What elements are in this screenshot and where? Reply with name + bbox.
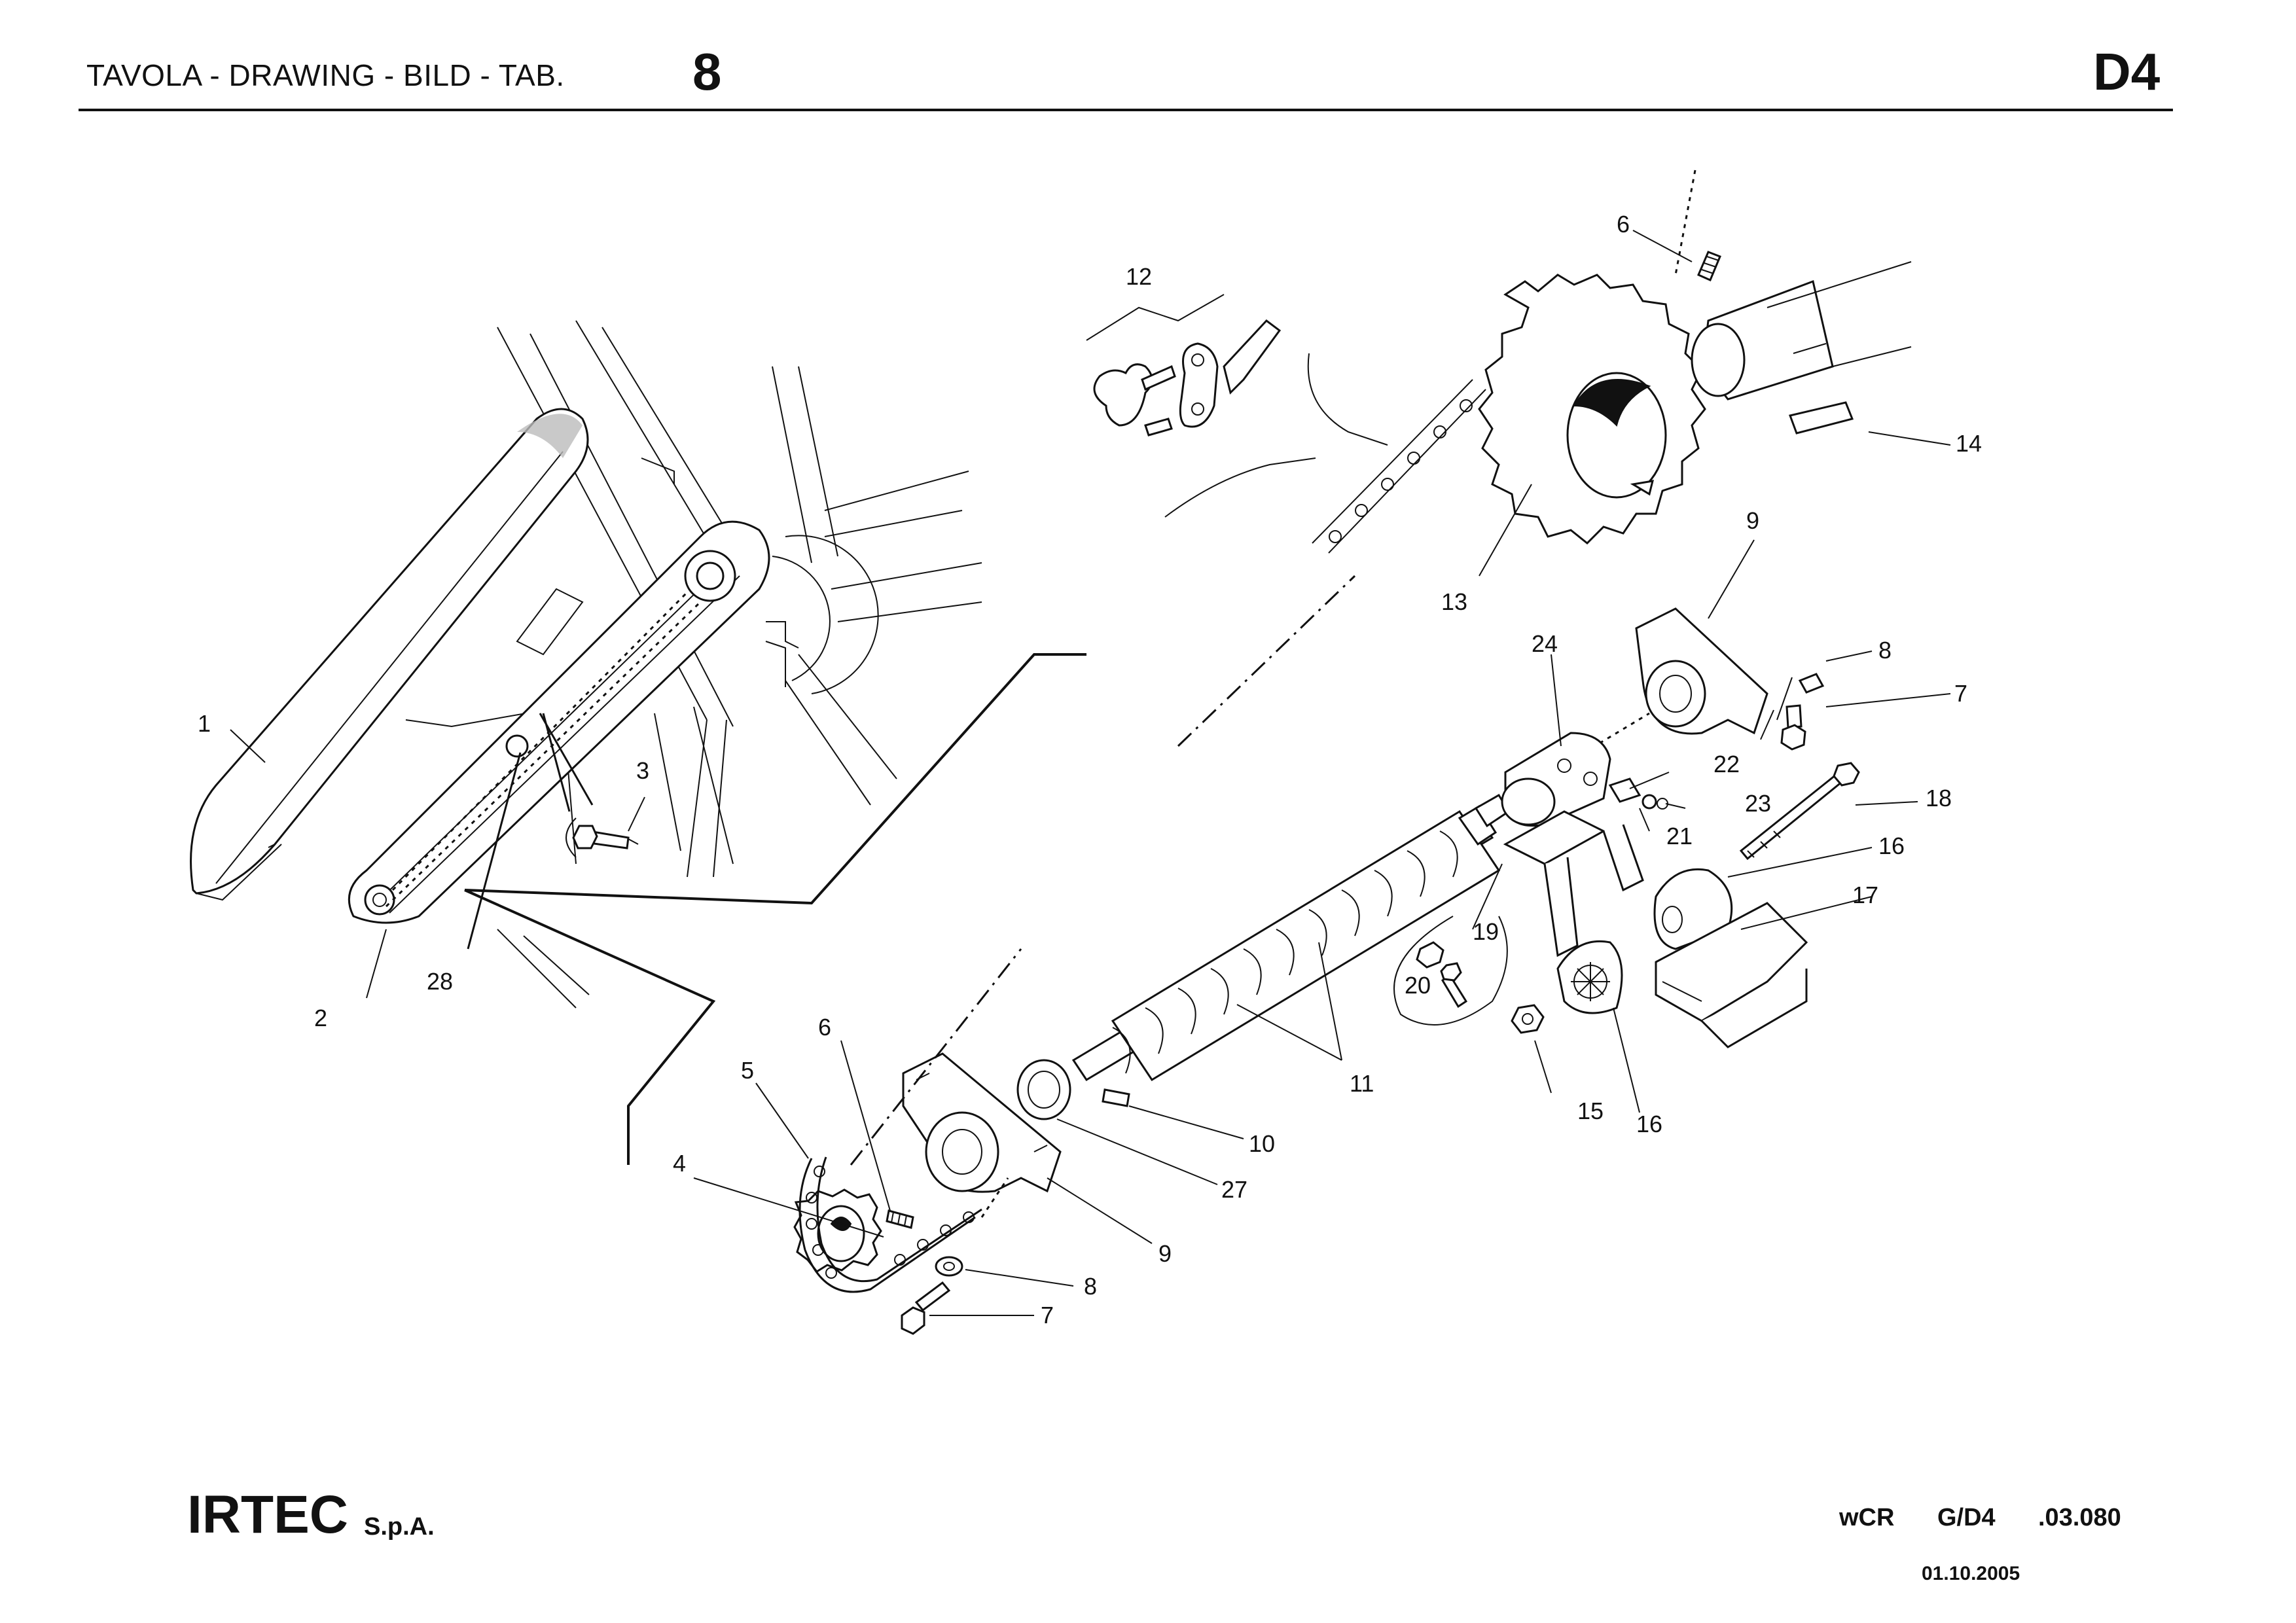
screw-part-3: [565, 817, 639, 858]
callout-8-bottom: 8: [1084, 1273, 1097, 1300]
callout-9-bottom: 9: [1158, 1240, 1172, 1267]
header-title: TAVOLA - DRAWING - BILD - TAB.: [86, 58, 565, 92]
callout-7-bottom: 7: [1041, 1302, 1054, 1329]
right-leader-lines: [693, 230, 1951, 1316]
roller-part-16-bottom: [1556, 940, 1623, 1014]
set-screw-part-6-top: [1697, 251, 1721, 281]
ref-code-2: G/D4: [1937, 1504, 1996, 1531]
chain-case-part-2: [348, 520, 770, 924]
bearing-part-9-bottom: [902, 1052, 1062, 1193]
key-part-10: [1102, 1088, 1130, 1107]
callout-27: 27: [1221, 1176, 1247, 1203]
washer-part-8-bottom: [935, 1256, 963, 1277]
callout-19: 19: [1473, 918, 1499, 945]
bushing-part-27: [1016, 1059, 1071, 1120]
callout-22: 22: [1713, 751, 1740, 777]
callout-28: 28: [427, 968, 453, 995]
bolt-part-20: [1440, 962, 1468, 1008]
key-part-14: [1789, 401, 1854, 435]
small-parts-21-22-23: [1608, 777, 1668, 810]
callout-6-top: 6: [1617, 211, 1630, 238]
connecting-link-part-12: [1086, 294, 1282, 437]
callout-15: 15: [1577, 1097, 1604, 1124]
brand-name: IRTEC: [187, 1485, 348, 1544]
ref-code-3: .03.080: [2038, 1504, 2121, 1531]
small-chain-part-5: [798, 1156, 982, 1293]
callout-1: 1: [198, 710, 211, 737]
callout-3: 3: [636, 757, 649, 784]
long-bolt-part-18: [1739, 762, 1860, 861]
washer-part-8-top: [1760, 673, 1825, 740]
auger-shaft-part-11: [1071, 793, 1511, 1082]
callout-17: 17: [1852, 882, 1878, 908]
set-screw-part-6-bottom: [886, 1209, 914, 1229]
callout-18: 18: [1926, 785, 1952, 812]
callout-16-bottom: 16: [1636, 1111, 1662, 1137]
callout-14: 14: [1956, 430, 1982, 457]
bearing-part-9-top: [1635, 607, 1768, 735]
callout-12: 12: [1126, 263, 1152, 290]
callout-labels: 1 2 3 28 5 6 4 9 8 7 27 10 11 12 13 6 14…: [198, 211, 1982, 1329]
callout-13: 13: [1441, 588, 1467, 615]
machine-frame: [405, 320, 982, 1008]
callout-2: 2: [314, 1005, 327, 1031]
revision-date: 01.10.2005: [1922, 1563, 2020, 1584]
table-number: 8: [692, 43, 722, 101]
bolt-part-7-top: [1780, 704, 1806, 751]
drive-shaft-end: [1691, 261, 1912, 401]
brand-suffix: S.p.A.: [364, 1513, 435, 1541]
left-leader-lines: [230, 653, 1086, 1165]
callout-20: 20: [1405, 972, 1431, 999]
callout-21: 21: [1666, 823, 1693, 849]
callout-6-bottom: 6: [818, 1014, 831, 1041]
callout-11: 11: [1350, 1070, 1374, 1097]
bolt-part-7-bottom: [901, 1281, 951, 1335]
callout-5: 5: [741, 1057, 754, 1084]
small-sprocket-part-4: [793, 1188, 882, 1273]
bracket-part-17: [1655, 902, 1808, 1048]
callout-4: 4: [673, 1150, 686, 1177]
callout-7-top: 7: [1954, 680, 1967, 707]
nut-part-15: [1511, 1004, 1545, 1034]
callout-24: 24: [1532, 630, 1558, 657]
top-chain-segment: [1164, 353, 1486, 554]
large-sprocket-part-13: [1478, 274, 1706, 545]
roller-part-16-top: [1653, 868, 1733, 950]
ref-code-1: wCR: [1839, 1504, 1895, 1531]
clamp-part-24: [1501, 732, 1611, 827]
mount-plate-bracket: [1503, 810, 1644, 957]
callout-23: 23: [1745, 790, 1771, 817]
table-code: D4: [2093, 43, 2161, 101]
nut-part-19: [1393, 916, 1508, 1026]
header-rule: [79, 109, 2173, 111]
callout-8-top: 8: [1878, 637, 1892, 664]
guard-part-1: [190, 408, 589, 901]
callout-9-top: 9: [1746, 507, 1759, 534]
callout-10: 10: [1249, 1130, 1275, 1157]
callout-16-top: 16: [1878, 832, 1905, 859]
